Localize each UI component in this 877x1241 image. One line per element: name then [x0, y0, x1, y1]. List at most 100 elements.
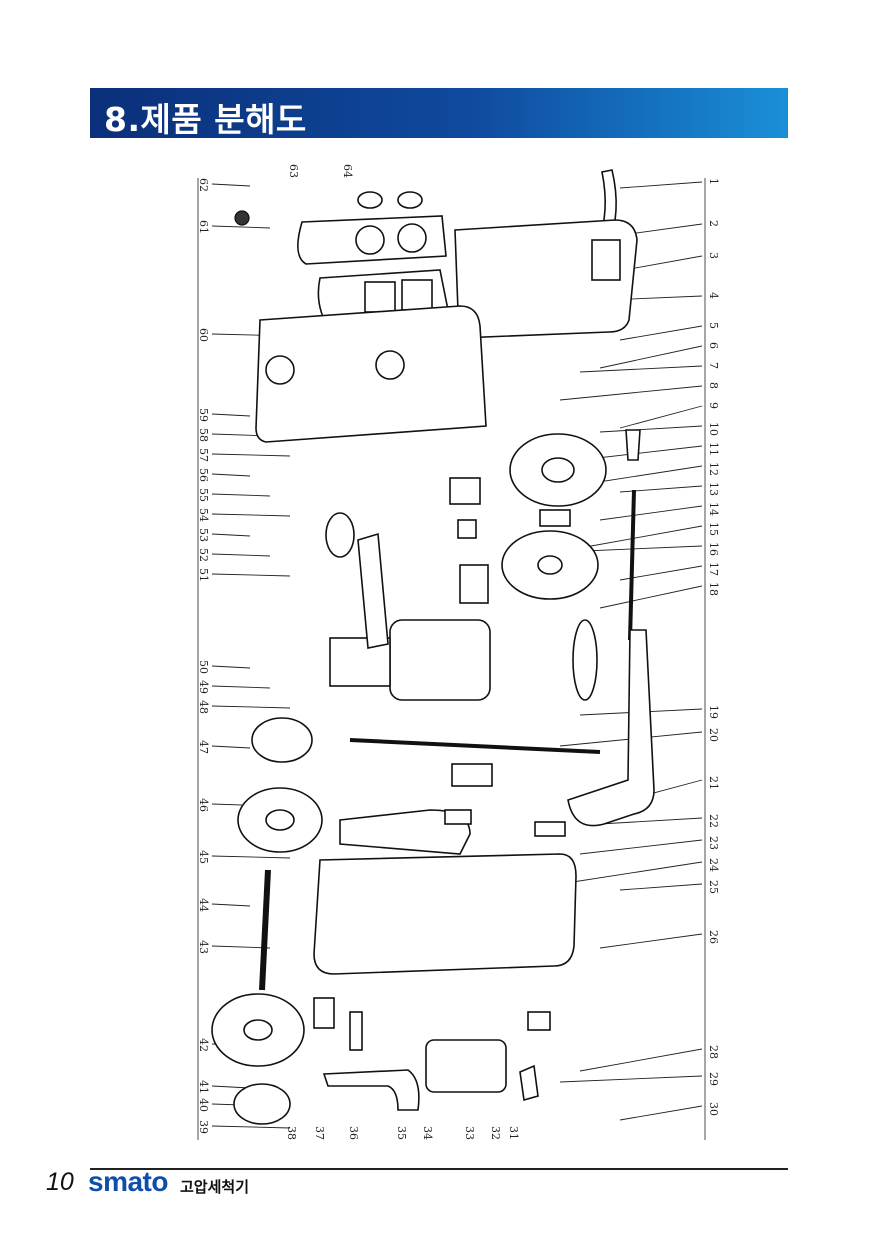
part-label-38: 38	[285, 1126, 298, 1140]
part-motor	[389, 619, 491, 701]
part-label-57: 57	[197, 448, 210, 462]
leader-line	[211, 473, 251, 477]
part-label-43: 43	[197, 940, 210, 954]
leader-line	[211, 745, 251, 749]
section-title-banner: 8.제품 분해도	[90, 88, 788, 139]
part-reel-a	[355, 225, 385, 255]
leader-line	[211, 453, 291, 457]
part-label-32: 32	[489, 1126, 502, 1140]
exploded-view-svg: 1234567891011121314151617181920212223242…	[197, 164, 720, 1140]
leader-line	[211, 1125, 291, 1129]
part-label-18: 18	[707, 582, 720, 596]
part-label-58: 58	[197, 428, 210, 442]
part-label-30: 30	[707, 1102, 720, 1116]
part-label-8: 8	[707, 382, 720, 389]
part-label-1: 1	[707, 178, 720, 185]
part-label-19: 19	[707, 705, 720, 719]
part-label-2: 2	[707, 220, 720, 227]
part-switch-box	[459, 564, 489, 604]
leader-line	[211, 553, 271, 557]
part-label-46: 46	[197, 798, 210, 812]
part-label-28: 28	[707, 1045, 720, 1059]
part-nozzle	[625, 429, 641, 461]
part-housing-port	[375, 350, 405, 380]
part-label-17: 17	[707, 562, 720, 576]
part-clip-31	[519, 1064, 539, 1102]
part-label-55: 55	[197, 488, 210, 502]
leader-line	[619, 1105, 703, 1121]
part-label-20: 20	[707, 728, 720, 742]
leader-line	[599, 505, 703, 521]
part-label-41: 41	[197, 1080, 210, 1094]
part-label-26: 26	[707, 930, 720, 944]
part-label-22: 22	[707, 814, 720, 828]
part-housing-hole	[265, 355, 295, 385]
part-label-61: 61	[197, 220, 210, 234]
part-label-25: 25	[707, 880, 720, 894]
leader-line	[211, 705, 291, 709]
part-label-62: 62	[197, 178, 210, 192]
leader-line	[211, 533, 251, 537]
leader-line	[211, 513, 291, 517]
part-label-11: 11	[707, 442, 720, 456]
brand-logo: smato	[88, 1166, 168, 1197]
leader-line	[619, 565, 703, 581]
section-title: 8.제품 분해도	[104, 100, 307, 139]
part-label-63: 63	[287, 164, 300, 178]
leader-line	[211, 855, 291, 859]
part-label-29: 29	[707, 1072, 720, 1086]
part-label-45: 45	[197, 850, 210, 864]
part-label-64: 64	[341, 164, 354, 178]
leader-line	[599, 585, 703, 609]
product-name: 고압세척기	[180, 1178, 250, 1196]
part-label-51: 51	[197, 568, 210, 582]
part-label-40: 40	[197, 1098, 210, 1112]
footer-divider	[90, 1168, 788, 1170]
part-strip	[349, 1011, 363, 1051]
part-label-24: 24	[707, 858, 720, 872]
part-reel-cover-hub	[537, 555, 563, 575]
part-lower-base	[313, 853, 577, 975]
part-label-49: 49	[197, 680, 210, 694]
leader-line	[211, 225, 271, 229]
part-capacitor-cover	[449, 477, 481, 505]
part-plate	[527, 1011, 551, 1031]
part-labels: 1234567891011121314151617181920212223242…	[197, 164, 720, 1140]
part-cover-window-b	[401, 279, 433, 311]
part-label-60: 60	[197, 328, 210, 342]
leader-line	[599, 345, 703, 369]
part-label-23: 23	[707, 836, 720, 850]
leader-line	[211, 1085, 251, 1089]
part-label-16: 16	[707, 542, 720, 556]
part-label-37: 37	[313, 1126, 326, 1140]
leader-line	[579, 365, 703, 373]
part-label-9: 9	[707, 402, 720, 409]
part-label-12: 12	[707, 462, 720, 476]
part-wheel-cover	[251, 717, 313, 763]
leader-line	[211, 945, 271, 949]
leader-line	[559, 385, 703, 401]
part-label-39: 39	[197, 1120, 210, 1134]
part-axle	[259, 869, 271, 991]
part-wheel-hub	[265, 809, 295, 831]
leader-line	[619, 325, 703, 341]
part-bracket-25	[534, 821, 566, 837]
part-label-35: 35	[395, 1126, 408, 1140]
part-reel-hub	[541, 457, 575, 483]
part-label-44: 44	[197, 898, 210, 912]
leader-line	[579, 839, 703, 855]
part-bracket-24	[444, 809, 472, 825]
leader-line	[559, 861, 703, 885]
part-valve	[457, 519, 477, 539]
leader-line	[619, 405, 703, 429]
leader-line	[211, 685, 271, 689]
part-wheel-cap	[233, 1083, 291, 1125]
part-label-5: 5	[707, 322, 720, 329]
part-label-3: 3	[707, 252, 720, 259]
part-bracket	[357, 532, 389, 649]
part-label-13: 13	[707, 482, 720, 496]
part-label-48: 48	[197, 700, 210, 714]
part-label-6: 6	[707, 342, 720, 349]
part-lance	[628, 489, 636, 641]
part-hook	[322, 1069, 420, 1111]
